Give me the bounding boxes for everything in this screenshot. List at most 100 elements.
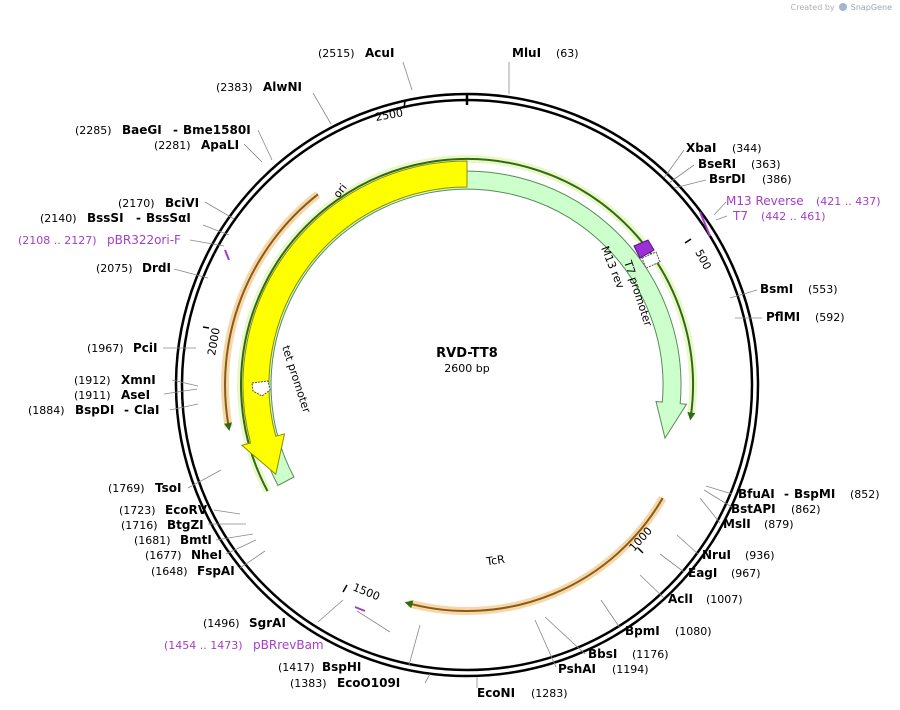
- site-nhei: (1677) NheI: [145, 548, 222, 562]
- site-name-bbsi: BbsI: [588, 647, 617, 661]
- site-name-pcii: PciI: [133, 341, 158, 355]
- site-bseri: BseRI (363): [698, 157, 781, 171]
- site-pos-pflmi: (592): [815, 311, 845, 324]
- site-name-bseri: BseRI: [698, 157, 736, 171]
- primer-mark-pbrrevbam: [354, 606, 366, 612]
- primer-range-pbr322ori-f: (2108 .. 2127): [18, 234, 97, 247]
- site-pos-bbsi: (1176): [632, 648, 669, 661]
- primer-mark-pbr322ori-f: [224, 249, 230, 261]
- feature-t7-promoter: [641, 251, 661, 269]
- feature-m13-rev: [633, 239, 655, 259]
- site-name-drdi: DrdI: [142, 261, 171, 275]
- site-pos-drdi: (2075): [96, 262, 133, 275]
- credit-brand: SnapGene: [850, 3, 892, 12]
- site-bcivi: (2170) BciVI: [118, 196, 199, 210]
- site-xbai: XbaI (344): [686, 141, 762, 155]
- site-name-xbai: XbaI: [686, 141, 716, 155]
- site-eagi: EagI (967): [688, 566, 761, 580]
- site-pos-acli: (1007): [706, 593, 743, 606]
- site-pos-asei: (1911): [74, 389, 111, 402]
- site-pos-xmni: (1912): [74, 374, 111, 387]
- site-mlui: MluI (63): [512, 46, 579, 60]
- svg-text:-: -: [784, 487, 789, 501]
- site-xmni: (1912) XmnI: [74, 373, 156, 387]
- site-name-nrui: NruI: [702, 548, 731, 562]
- site-pos-alwni: (2383): [216, 81, 253, 94]
- tick-label-1000: 1000: [627, 525, 655, 555]
- site-name-ecorv: EcoRV: [165, 503, 208, 517]
- site-name-bsssai: BssSαI: [146, 211, 191, 225]
- site-bpmi: BpmI (1080): [625, 624, 712, 638]
- site-name-bsssi: BssSI: [87, 211, 124, 225]
- site-bsmi: BsmI (553): [760, 282, 838, 296]
- site-name-tsoi: TsoI: [155, 481, 181, 495]
- svg-text:-: -: [124, 403, 129, 417]
- site-name-clai: ClaI: [134, 403, 159, 417]
- site-pos-pcii: (1967): [87, 342, 124, 355]
- site-name-acui: AcuI: [365, 46, 394, 60]
- primer-range-pbrrevbam: (1454 .. 1473): [164, 639, 243, 652]
- site-name-asei: AseI: [121, 388, 150, 402]
- site-pos-bcivi: (2170): [118, 197, 155, 210]
- site-name-pflmi: PflMI: [766, 310, 800, 324]
- site-name-acli: AclI: [668, 592, 693, 606]
- tick-label-2000: 2000: [205, 327, 223, 357]
- site-sgrai: (1496) SgrAI: [203, 616, 286, 630]
- site-pos-econi: (1283): [531, 687, 568, 700]
- site-pos-apali: (2281): [154, 139, 191, 152]
- site-name-eagi: EagI: [688, 566, 717, 580]
- tick-label-1500: 1500: [351, 581, 382, 604]
- site-pos-msli: (879): [764, 518, 794, 531]
- site-pos-bfuai: (852): [850, 488, 880, 501]
- feature-label-tet-promoter: tet promoter: [279, 344, 313, 415]
- site-name-alwni: AlwNI: [263, 80, 302, 94]
- site-name-bfuai: BfuAI: [738, 487, 775, 501]
- primer-m13-reverse: M13 Reverse (421 .. 437): [726, 194, 881, 208]
- site-name-bspdi: BspDI: [75, 403, 114, 417]
- feature-orf2: [404, 497, 664, 612]
- site-pos-bstapi: (862): [791, 503, 821, 516]
- primer-name-t7: T7: [732, 209, 748, 223]
- site-name-bcivi: BciVI: [165, 196, 199, 210]
- site-pos-fspai: (1648): [151, 565, 188, 578]
- site-name-xmni: XmnI: [121, 373, 156, 387]
- primer-mark-m13-t7: [699, 211, 711, 237]
- tick-label-500: 500: [692, 247, 713, 272]
- site-name-apali: ApaLI: [201, 138, 239, 152]
- site-pos-baegi: (2285): [75, 124, 112, 137]
- primer-range-m13-reverse: (421 .. 437): [816, 195, 881, 208]
- site-name-fspai: FspAI: [197, 564, 235, 578]
- primer-name-m13-reverse: M13 Reverse: [726, 194, 804, 208]
- site-bsphi: (1417) BspHI: [278, 660, 361, 674]
- site-name-mlui: MluI: [512, 46, 541, 60]
- tick-1500: 1500: [342, 581, 382, 604]
- site-pos-nrui: (936): [745, 549, 775, 562]
- site-pos-bmti: (1681): [134, 534, 171, 547]
- primer-pbrrevbam: (1454 .. 1473) pBRrevBam: [164, 638, 324, 652]
- site-pos-bsrdi: (386): [762, 173, 792, 186]
- site-pshai: PshAI (1194): [558, 662, 649, 676]
- site-name-bsmi: BsmI: [760, 282, 793, 296]
- site-name-bmti: BmtI: [180, 533, 212, 547]
- site-name-btgzi: BtgZI: [167, 518, 204, 532]
- site-bbsi: BbsI (1176): [588, 647, 669, 661]
- site-apali: (2281) ApaLI: [154, 138, 239, 152]
- site-pflmi: PflMI (592): [766, 310, 845, 324]
- site-ecorv: (1723) EcoRV: [119, 503, 208, 517]
- site-name-bstapi: BstAPI: [731, 502, 776, 516]
- site-pos-ecoo109i: (1383): [290, 677, 327, 690]
- snapgene-logo-icon: [839, 3, 848, 11]
- feature-label-tcr: TcR: [484, 553, 506, 569]
- plasmid-name: RVD-TT8: [436, 346, 498, 361]
- site-nrui: NruI (936): [702, 548, 775, 562]
- site-name-sgrai: SgrAI: [249, 616, 286, 630]
- site-pos-pshai: (1194): [612, 663, 649, 676]
- site-pos-bseri: (363): [751, 158, 781, 171]
- tick-2500: 2500: [374, 100, 406, 124]
- site-pos-bspdi: (1884): [28, 404, 65, 417]
- site-pos-ecorv: (1723): [119, 504, 156, 517]
- svg-text:-: -: [173, 123, 178, 137]
- primer-pbr322ori-f: (2108 .. 2127) pBR322ori-F: [18, 233, 181, 247]
- site-pos-acui: (2515): [318, 47, 355, 60]
